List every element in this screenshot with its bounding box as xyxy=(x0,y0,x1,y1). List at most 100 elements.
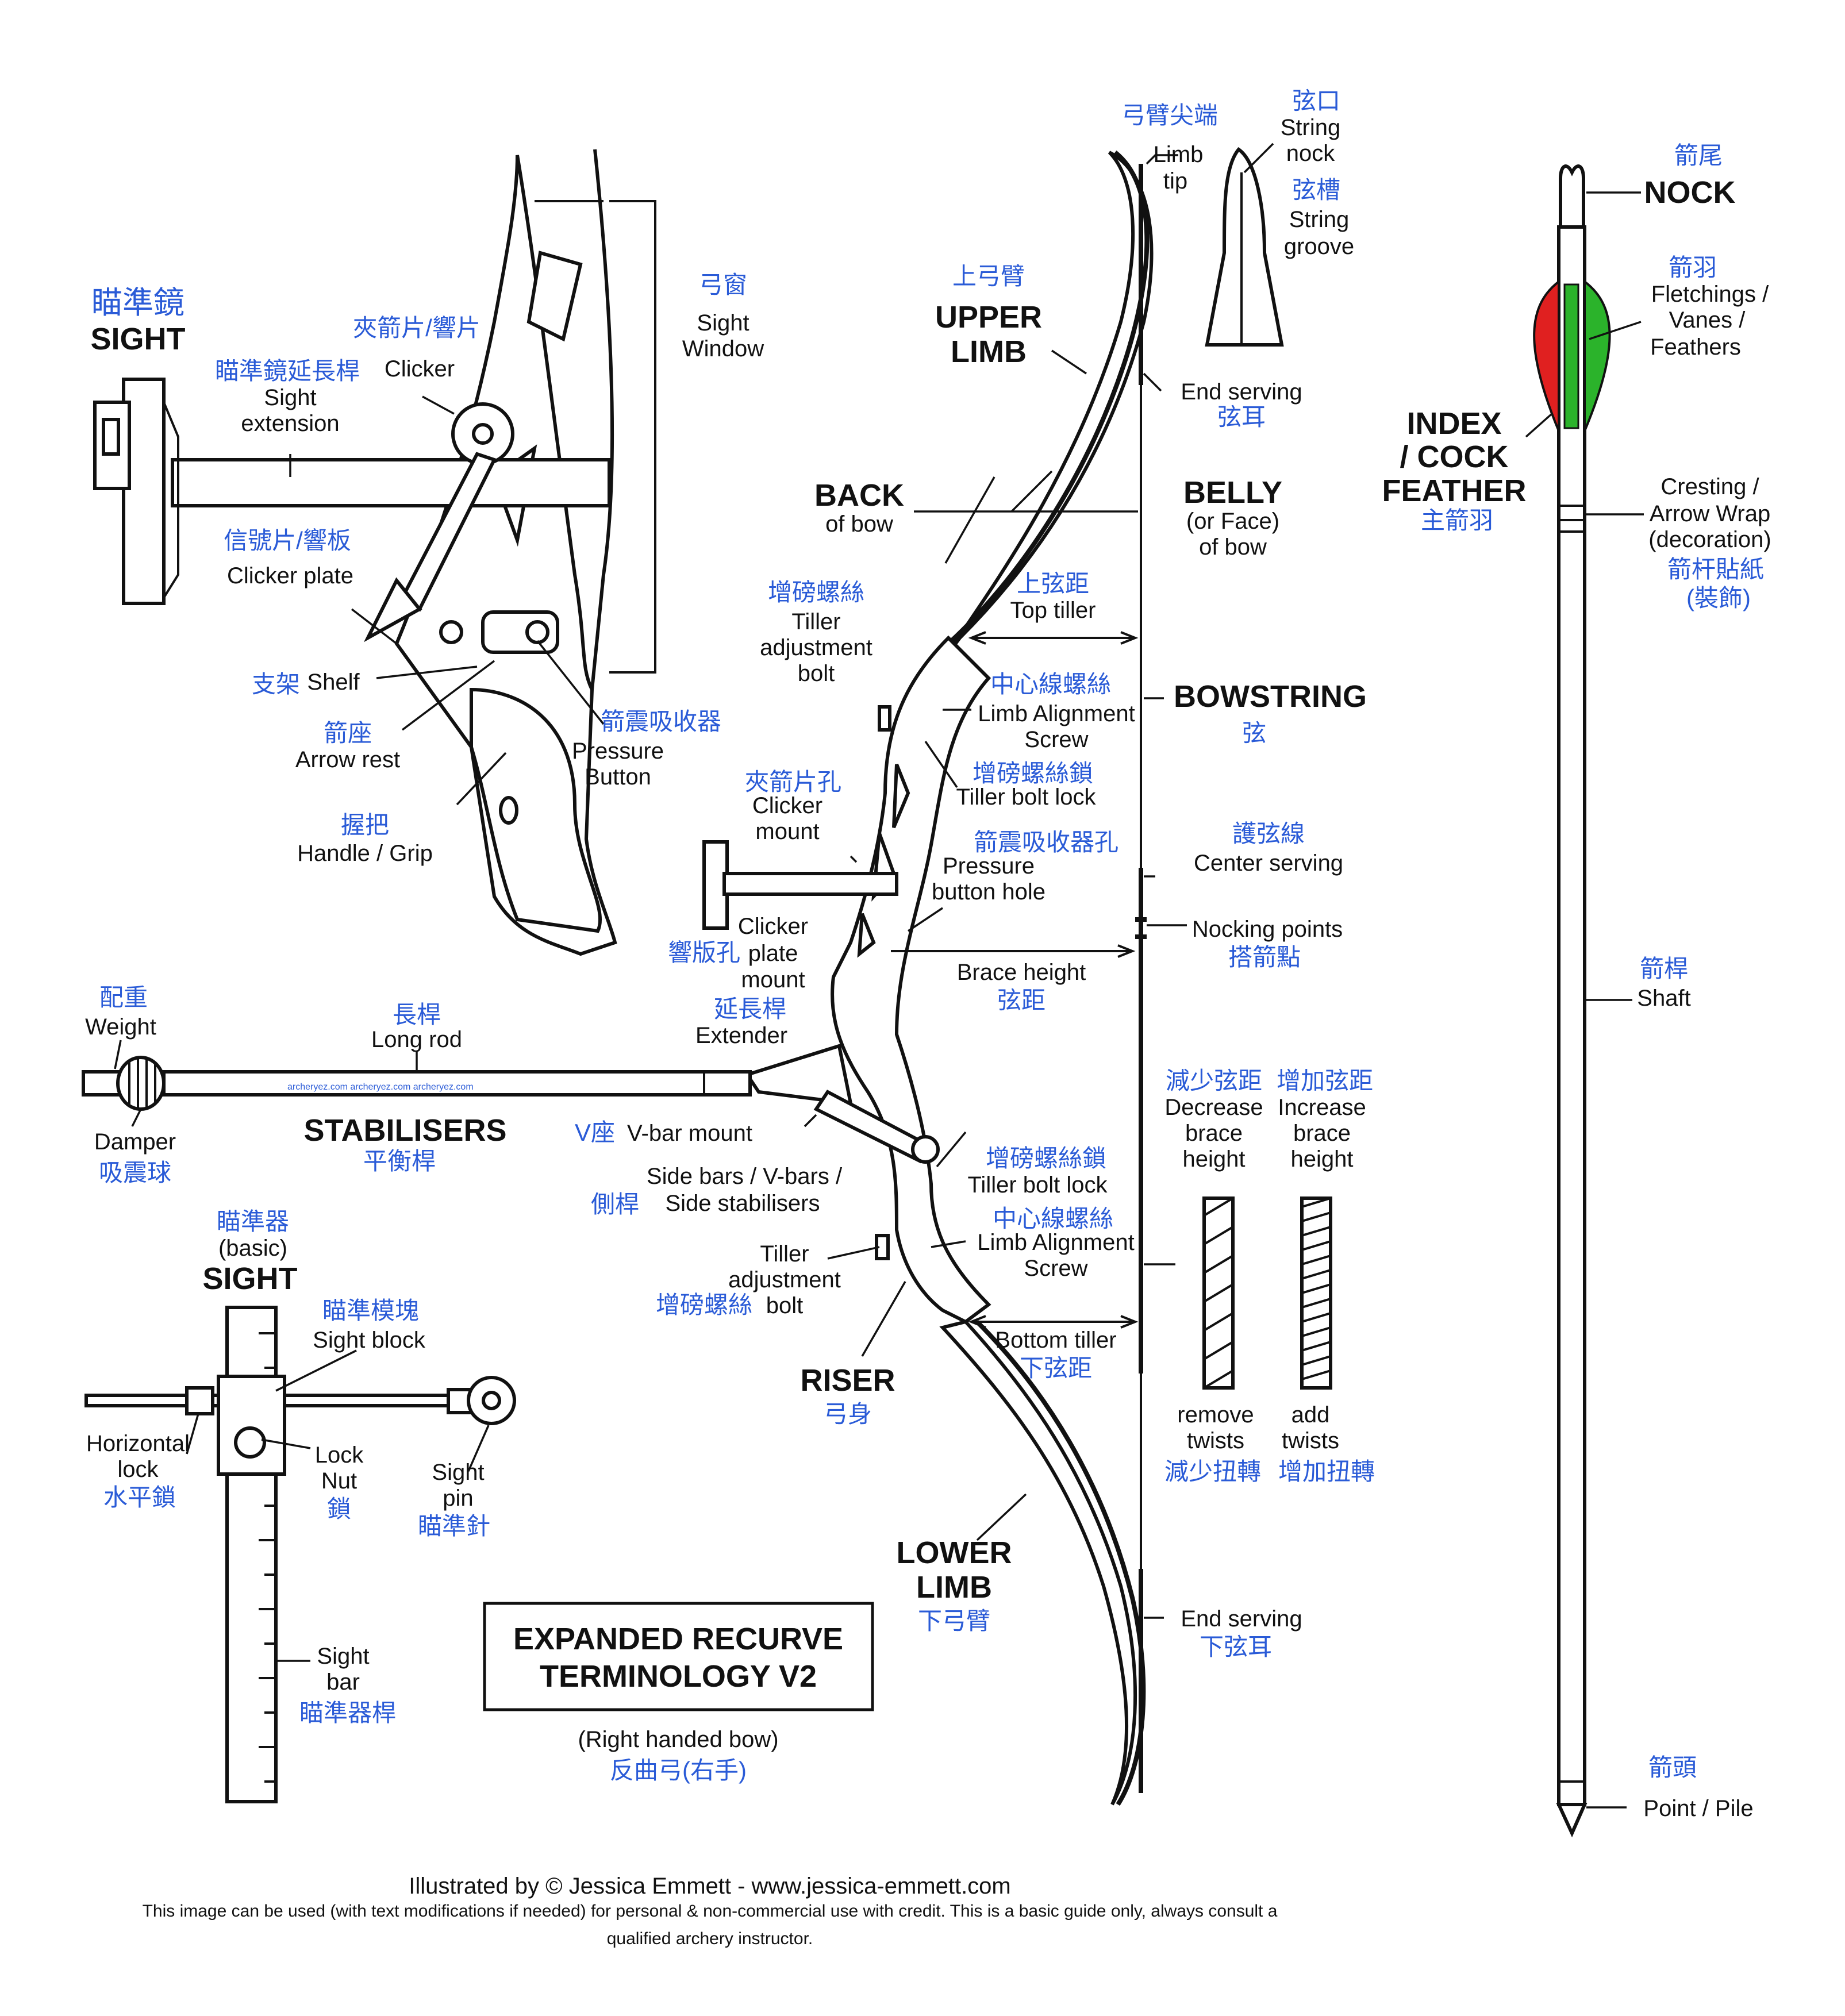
lock-nut xyxy=(234,1426,266,1459)
bowstring-label-en: BOWSTRING xyxy=(1174,679,1367,714)
point-label-en: Point / Pile xyxy=(1643,1796,1753,1821)
fletchings-label-zh: 箭羽 xyxy=(1669,254,1717,281)
limb-tip-label-en2: tip xyxy=(1163,168,1187,194)
limb-align-bottom-label-zh: 中心線螺絲 xyxy=(993,1205,1113,1232)
clicker-mount-label-en1: Clicker xyxy=(752,793,822,818)
leader-tiller-lock-top xyxy=(924,741,958,788)
limb-tip-label-zh: 弓臂尖端 xyxy=(1121,102,1218,129)
leader-string-nock xyxy=(1243,143,1274,174)
limb-tip-label-en1: Limb xyxy=(1154,142,1204,167)
leader-sight-block xyxy=(275,1349,357,1392)
main-bow: 弓臂尖端 Limb tip 弦口 String nock 弦槽 String g… xyxy=(575,87,1367,1806)
sight-extension-label-en1: Sight xyxy=(264,385,316,410)
leader-index xyxy=(1525,413,1553,438)
credit-line-1: Illustrated by © Jessica Emmett - www.je… xyxy=(409,1873,1011,1899)
limb-align-top-label-zh: 中心線螺絲 xyxy=(990,671,1111,698)
arrow-rest-label-zh: 箭座 xyxy=(324,720,372,747)
side-bars-label-en1: Side bars / V-bars / xyxy=(647,1164,843,1189)
limb-align-bottom-label-en1: Limb Alignment xyxy=(977,1230,1134,1255)
clicker-plate-mount-label-en3: mount xyxy=(741,967,805,992)
tiller-bolt-bottom-label-en3: bolt xyxy=(766,1293,804,1318)
clicker-plate-label-en: Clicker plate xyxy=(227,563,353,588)
decrease-label-en3: height xyxy=(1183,1146,1246,1172)
leader-clicker-plate xyxy=(351,608,398,645)
end-serving-bottom-label-zh: 下弦耳 xyxy=(1200,1633,1272,1660)
leader-damper xyxy=(131,1109,142,1127)
sight-bar-label-en1: Sight xyxy=(317,1644,369,1669)
top-tiller-label-zh: 上弦距 xyxy=(1017,570,1089,597)
sight-extension-label-zh: 瞄準鏡延長桿 xyxy=(215,357,360,384)
fletchings-label-en2: Vanes / xyxy=(1669,307,1746,333)
add-twists-label-en2: twists xyxy=(1282,1428,1339,1453)
clicker-label-en: Clicker xyxy=(385,356,455,382)
cresting-label-en1: Cresting / xyxy=(1660,474,1759,499)
limb-align-bottom-label-en2: Screw xyxy=(1024,1256,1087,1281)
bowstring-label-zh: 弦 xyxy=(1242,720,1266,747)
side-bar-end xyxy=(911,1135,940,1164)
arrow-shaft xyxy=(1557,225,1586,1806)
lock-nut-label-zh: 鎖 xyxy=(327,1495,351,1522)
limb-align-top-label-en2: Screw xyxy=(1024,727,1088,752)
vbar-mount-label-en: V-bar mount xyxy=(627,1121,752,1146)
leader-limb-align-bottom xyxy=(931,1240,966,1248)
clicker-plate xyxy=(363,577,422,642)
lower-limb-label-en2: LIMB xyxy=(916,1570,992,1605)
pressure-hole-label-en1: Pressure xyxy=(943,853,1035,879)
sight-pin-dot xyxy=(482,1391,501,1410)
top-tiller-label-en: Top tiller xyxy=(1010,598,1096,623)
basic-sight-title-zh: 瞄準器 xyxy=(217,1208,289,1235)
pressure-button-head xyxy=(525,620,549,644)
pressure-hole-label-zh: 箭震吸收器孔 xyxy=(974,829,1118,856)
index-feather xyxy=(1533,279,1560,432)
lower-limb xyxy=(939,1319,1137,1806)
leader-clicker-mount xyxy=(850,855,858,863)
end-serving-bottom-label-en: End serving xyxy=(1181,1606,1302,1632)
stabilisers-label-en: STABILISERS xyxy=(303,1113,506,1148)
tiller-bolt-top-label-zh: 增磅螺絲 xyxy=(768,579,864,606)
leader-weight xyxy=(114,1040,122,1069)
extender-label-en: Extender xyxy=(695,1023,787,1048)
stabiliser-section: archeryez.com archeryez.com archeryez.co… xyxy=(82,984,752,1186)
increase-label-en2: brace xyxy=(1293,1121,1351,1146)
back-label-en2: of bow xyxy=(825,511,893,537)
string-groove-label-zh: 弦槽 xyxy=(1292,176,1340,203)
remove-twists-label-zh: 減少扭轉 xyxy=(1164,1458,1261,1485)
limb-align-top-label-en1: Limb Alignment xyxy=(978,701,1135,726)
tiller-bolt-bottom-label-en1: Tiller xyxy=(760,1241,809,1267)
horizontal-lock-knob xyxy=(185,1386,214,1415)
shaft-label-zh: 箭桿 xyxy=(1640,955,1688,982)
long-rod-label-zh: 長桿 xyxy=(393,1001,441,1028)
belly-label-en1: BELLY xyxy=(1183,475,1282,510)
bottom-tiller-label-en: Bottom tiller xyxy=(995,1328,1116,1353)
back-hatch xyxy=(944,470,1053,564)
handle-grip xyxy=(470,687,602,933)
decrease-label-en1: Decrease xyxy=(1164,1095,1263,1120)
leader-pressure-button xyxy=(536,640,605,725)
shaft-label-en: Shaft xyxy=(1637,986,1690,1011)
back-label-en1: BACK xyxy=(814,478,904,513)
riser-window-3 xyxy=(857,913,876,958)
string-nock-detail xyxy=(1205,147,1284,347)
leader-end-serving-top xyxy=(1143,372,1162,392)
stabiliser-damper xyxy=(116,1056,166,1111)
side-bars-label-zh: 側桿 xyxy=(591,1191,639,1218)
nocking-point-marks xyxy=(1135,917,1147,939)
sight-extension-bar xyxy=(171,458,611,507)
string-groove-label-en1: String xyxy=(1289,207,1350,232)
lower-limb-label-zh: 下弓臂 xyxy=(918,1607,990,1634)
brace-height-arrowhead xyxy=(1117,944,1136,958)
weight-label-en: Weight xyxy=(85,1014,156,1040)
stabilisers-label-zh: 平衡桿 xyxy=(363,1148,436,1175)
increase-label-zh: 增加弦距 xyxy=(1277,1067,1373,1094)
leader-shelf xyxy=(376,665,478,679)
long-rod-label-en: Long rod xyxy=(371,1027,462,1052)
horizontal-lock-label-en2: lock xyxy=(117,1457,159,1482)
upper-limb-label-en1: UPPER xyxy=(935,300,1042,334)
horizontal-lock-label-en1: Horizontal xyxy=(86,1431,190,1456)
sight-bar-label-en2: bar xyxy=(326,1669,360,1695)
basic-sight-title-en2: SIGHT xyxy=(202,1261,297,1296)
cresting-label-en2: Arrow Wrap xyxy=(1650,501,1770,526)
top-tiller-arrowheads xyxy=(968,631,1139,645)
title-frame xyxy=(483,1602,874,1711)
subtitle-zh: 反曲弓(右手) xyxy=(610,1757,747,1784)
